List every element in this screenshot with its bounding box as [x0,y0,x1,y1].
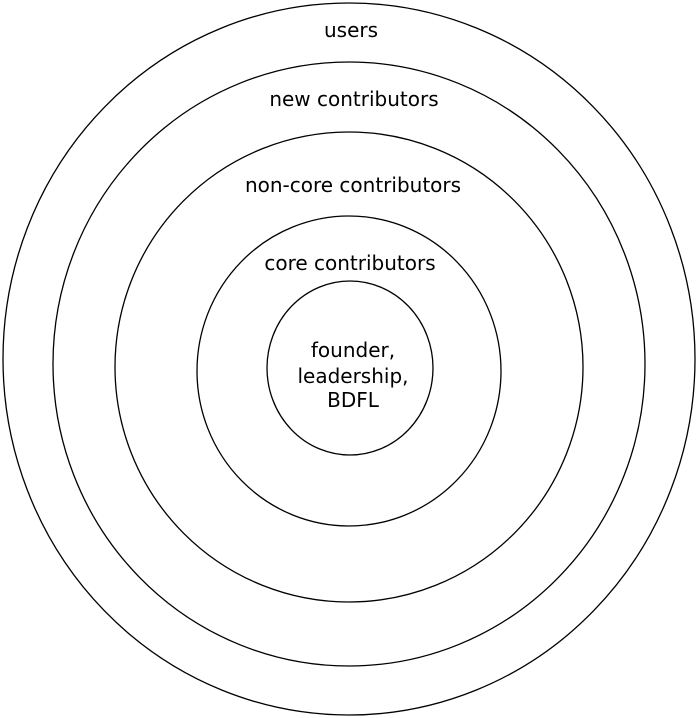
label-founder-line-1: founder, [311,338,395,362]
ring-core-contributors [196,215,502,527]
label-users: users [324,18,378,42]
ring-founder-leadership [266,280,434,456]
label-new-contributors: new contributors [269,87,438,111]
ring-new-contributors [52,61,646,667]
label-founder-line-3: BDFL [327,388,380,412]
label-non-core-contributors: non-core contributors [245,173,461,197]
label-core-contributors: core contributors [264,251,435,275]
ring-non-core-contributors [114,131,584,603]
label-founder-line-2: leadership, [297,364,408,388]
